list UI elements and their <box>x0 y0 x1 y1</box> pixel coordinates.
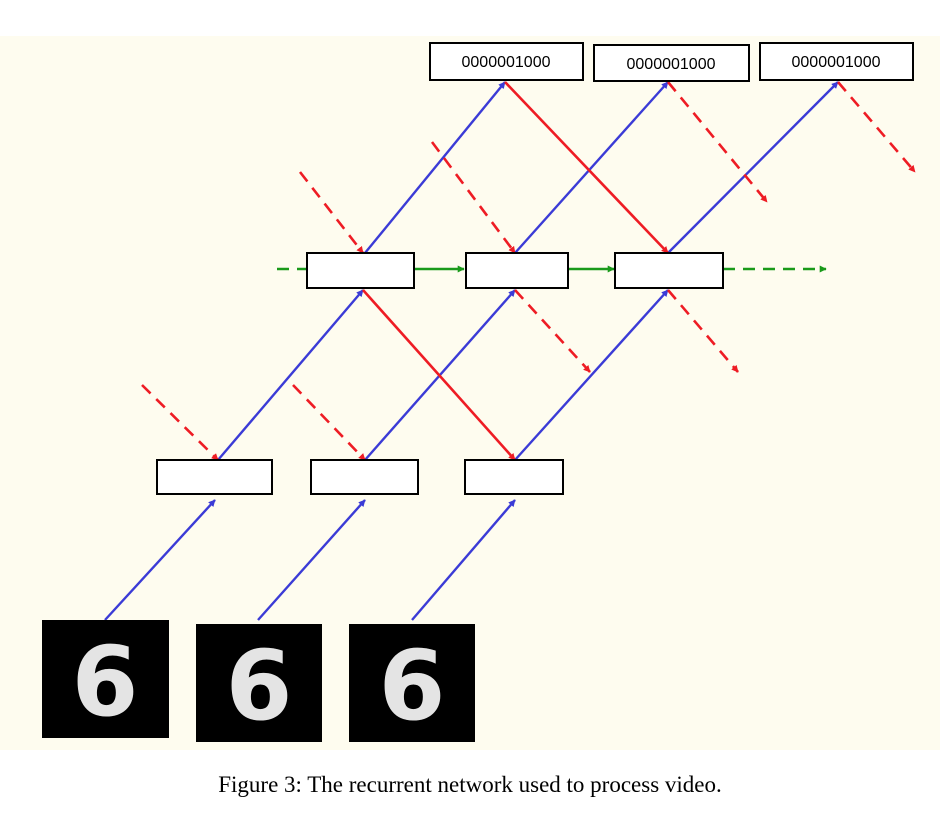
dashed-into-l2-1 <box>298 171 365 254</box>
topdown-dashed-arrows <box>141 81 916 461</box>
output-boxes: 0000001000 0000001000 0000001000 <box>429 42 914 82</box>
forward-arrow-l2-2 <box>514 81 669 254</box>
dashed-into-l1-1 <box>141 384 219 461</box>
recurrent-network-diagram: 0000001000 0000001000 0000001000 6 6 6 <box>0 36 940 750</box>
layer1-unit-1 <box>156 459 273 495</box>
output-label-3: 0000001000 <box>792 54 881 71</box>
frame-digit-1: 6 <box>72 626 139 738</box>
output-box-2 <box>593 44 750 82</box>
dashed-into-l1-2 <box>292 384 366 461</box>
figure-caption: Figure 3: The recurrent network used to … <box>218 772 722 797</box>
dashed-into-l2-2 <box>430 141 517 254</box>
forward-arrow-l2-3 <box>667 81 839 254</box>
output-box-1 <box>429 42 584 81</box>
layer1-units <box>156 459 564 495</box>
frame-1 <box>42 620 169 738</box>
layer2-units <box>306 252 724 289</box>
input-arrow-2 <box>257 499 366 621</box>
layer1-unit-3 <box>464 459 564 495</box>
forward-arrow-l1-3 <box>514 289 669 461</box>
topdown-arrow-out1 <box>504 81 669 254</box>
dashed-from-l2-3 <box>667 289 739 373</box>
topdown-arrows <box>362 81 669 461</box>
frame-2 <box>196 624 322 742</box>
frame-digit-2: 6 <box>226 630 293 742</box>
layer2-unit-1 <box>306 252 415 289</box>
input-arrows <box>104 499 516 621</box>
input-frames: 6 6 6 <box>42 620 475 742</box>
forward-arrow-l2-1 <box>364 81 506 254</box>
layer2-unit-3 <box>614 252 724 289</box>
output-box-3 <box>759 42 914 81</box>
output-label-1: 0000001000 <box>462 54 551 71</box>
layer2-unit-2 <box>465 252 569 289</box>
forward-arrow-l1-1 <box>217 289 364 461</box>
frame-3 <box>349 624 475 742</box>
layer1-unit-2 <box>310 459 419 495</box>
input-arrow-1 <box>104 499 216 621</box>
topdown-arrow-l2-1 <box>362 289 516 461</box>
dashed-from-out-2 <box>666 81 769 203</box>
input-arrow-3 <box>411 499 516 621</box>
output-label-2: 0000001000 <box>627 56 716 73</box>
frame-digit-3: 6 <box>379 630 446 742</box>
layer2-to-output-arrows <box>364 81 839 254</box>
